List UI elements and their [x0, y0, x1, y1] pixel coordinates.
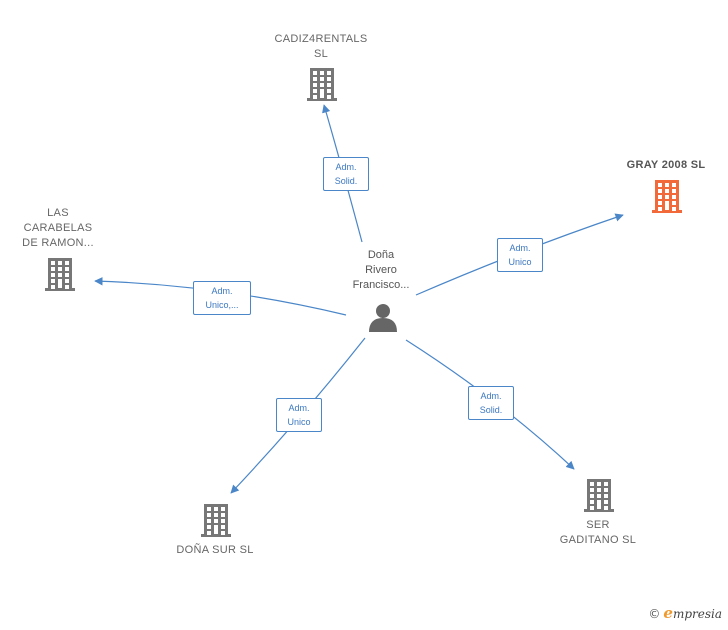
center-person-label[interactable]: Doña Rivero Francisco... [352, 249, 410, 291]
edge-label-line1: Adm. [211, 286, 233, 296]
edge-label-gray: Adm. Unico [497, 238, 543, 272]
company-label-donasur[interactable]: DOÑA SUR SL [176, 544, 254, 556]
company-label-gray[interactable]: GRAY 2008 SL [626, 159, 706, 171]
edge-label-line2: Unico,... [205, 300, 239, 310]
edge-label-line1: Adm. [335, 162, 357, 172]
edge-label-carabelas: Adm. Unico,... [193, 281, 251, 315]
copyright-icon: © [648, 607, 661, 621]
edge-label-line2: Solid. [479, 405, 503, 415]
company-label-cadiz[interactable]: CADIZ4RENTALS SL [274, 33, 368, 60]
empresia-logo[interactable]: ©empresia [648, 604, 722, 622]
edge-label-line1: Adm. [480, 391, 502, 401]
building-icon-cadiz[interactable] [307, 68, 337, 101]
company-label-ser[interactable]: SER GADITANO SL [559, 519, 637, 546]
company-label-carabelas[interactable]: LAS CARABELAS DE RAMON... [22, 207, 94, 249]
edge-label-line1: Adm. [509, 243, 531, 253]
building-icon-gray[interactable] [652, 180, 682, 213]
building-icon-ser[interactable] [584, 479, 614, 512]
edge-label-line1: Adm. [288, 403, 310, 413]
building-icon-donasur[interactable] [201, 504, 231, 537]
person-icon[interactable] [369, 304, 397, 332]
edge-label-ser: Adm. Solid. [468, 386, 514, 420]
edge-label-line2: Solid. [334, 176, 358, 186]
brand-initial: e [663, 604, 673, 622]
edge-label-cadiz: Adm. Solid. [323, 157, 369, 191]
edge-label-line2: Unico [287, 417, 311, 427]
building-icon-carabelas[interactable] [45, 258, 75, 291]
brand-name: mpresia [672, 607, 722, 621]
edge-label-line2: Unico [508, 257, 532, 267]
edge-label-donasur: Adm. Unico [276, 398, 322, 432]
